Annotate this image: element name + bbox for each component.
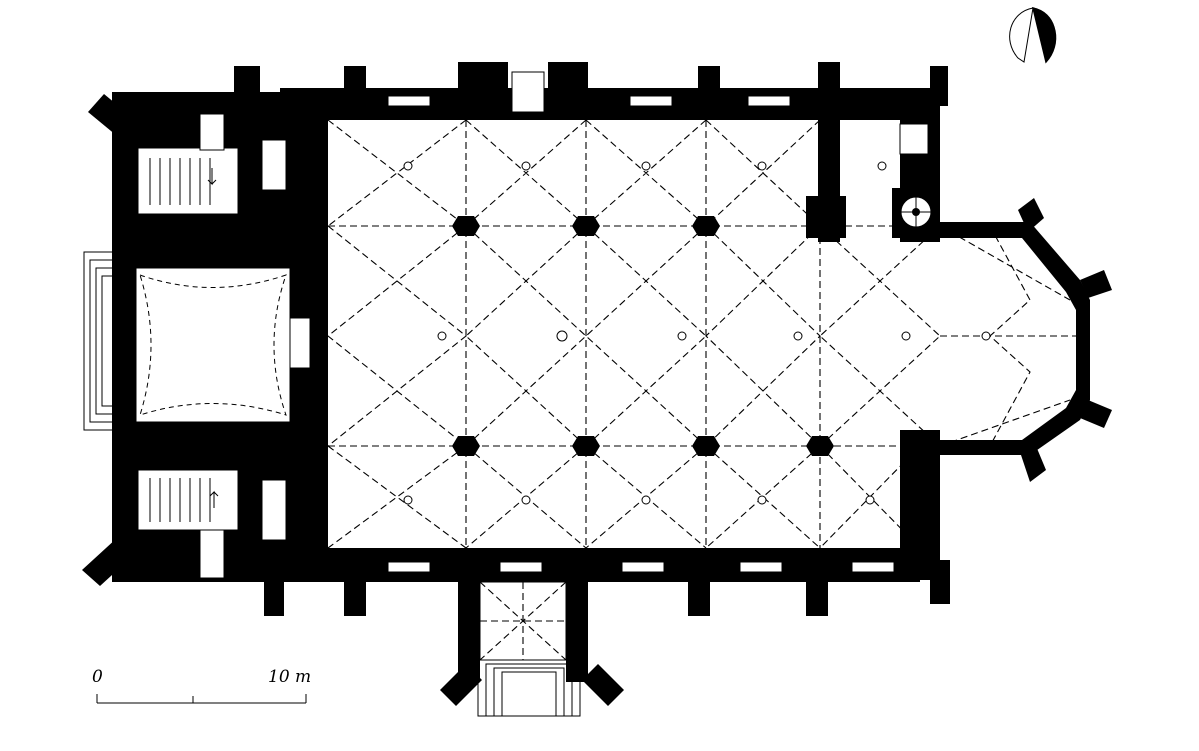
west-tower-interior	[83, 113, 311, 579]
north-arrow-icon	[1009, 6, 1057, 64]
scale-start-label: 0	[92, 667, 103, 687]
north-stair-treads	[149, 158, 211, 205]
scale-bar: 0 10 m	[92, 667, 311, 704]
south-stair-treads	[149, 478, 211, 522]
spiral-stair	[892, 123, 938, 238]
scale-end-label: 10 m	[268, 667, 311, 687]
south-porch	[477, 581, 581, 717]
window-openings	[387, 71, 895, 573]
west-entrance-steps	[83, 251, 115, 431]
nave-piers	[452, 196, 940, 456]
south-porch-steps	[477, 659, 581, 717]
vault-bosses	[403, 161, 991, 505]
